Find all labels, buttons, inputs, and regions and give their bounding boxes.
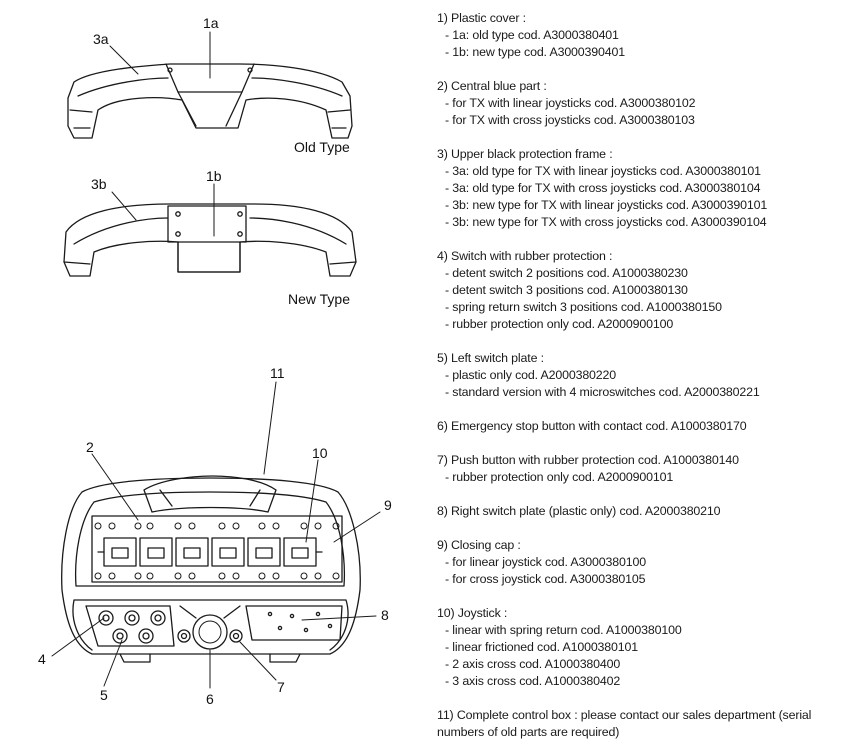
part-title: 10) Joystick :	[437, 606, 508, 620]
part-code-line: detent switch 2 positions cod. A10003802…	[437, 265, 857, 282]
part-title: 1) Plastic cover :	[437, 11, 526, 25]
part-title: 9) Closing cap :	[437, 538, 521, 552]
part-title: 11) Complete control box : please contac…	[437, 708, 812, 739]
part-entry: 6) Emergency stop button with contact co…	[437, 418, 857, 435]
part-entry: 7) Push button with rubber protection co…	[437, 452, 857, 486]
part-code-line: 1a: old type cod. A3000380401	[437, 27, 857, 44]
part-entry: 5) Left switch plate : plastic only cod. …	[437, 350, 857, 401]
part-title: 2) Central blue part :	[437, 79, 547, 93]
callout-5: 5	[100, 687, 108, 703]
callout-6: 6	[206, 691, 214, 707]
part-title: 6) Emergency stop button with contact co…	[437, 419, 747, 433]
part-code-line: for TX with cross joysticks cod. A300038…	[437, 112, 857, 129]
callout-3a: 3a	[93, 31, 109, 47]
part-code-line: rubber protection only cod. A2000900100	[437, 316, 857, 333]
part-code-line: for linear joystick cod. A3000380100	[437, 554, 857, 571]
callout-4: 4	[38, 651, 46, 667]
part-code-line: plastic only cod. A2000380220	[437, 367, 857, 384]
callout-7: 7	[277, 679, 285, 695]
callout-8: 8	[381, 607, 389, 623]
callout-3b: 3b	[91, 176, 107, 192]
part-code-line: 3b: new type for TX with cross joysticks…	[437, 214, 857, 231]
parts-list: 1) Plastic cover : 1a: old type cod. A300…	[437, 10, 857, 741]
callout-9: 9	[384, 497, 392, 513]
switch-group	[98, 610, 166, 644]
part-code-line: 3b: new type for TX with linear joystick…	[437, 197, 857, 214]
part-title: 3) Upper black protection frame :	[437, 147, 613, 161]
exploded-parts-diagram: 1a 3a Old Type 1b 3b New Type 11 2 10 9 …	[38, 15, 392, 707]
new-type-cover	[63, 203, 357, 277]
part-code-line: rubber protection only cod. A2000900101	[437, 469, 857, 486]
part-code-line: standard version with 4 microswitches co…	[437, 384, 857, 401]
callout-1a: 1a	[203, 15, 219, 31]
old-type-cover	[67, 63, 353, 139]
part-code-line: 3a: old type for TX with linear joystick…	[437, 163, 857, 180]
part-code-line: for cross joystick cod. A3000380105	[437, 571, 857, 588]
part-entry: 2) Central blue part : for TX with linear…	[437, 78, 857, 129]
part-title: 5) Left switch plate :	[437, 351, 544, 365]
part-entry: 4) Switch with rubber protection : detent…	[437, 248, 857, 333]
emergency-stop-button	[192, 614, 228, 650]
part-title: 4) Switch with rubber protection :	[437, 249, 613, 263]
part-entry: 10) Joystick : linear with spring return …	[437, 605, 857, 690]
part-code-line: 3a: old type for TX with cross joysticks…	[437, 180, 857, 197]
part-entry: 8) Right switch plate (plastic only) cod…	[437, 503, 857, 520]
part-title: 8) Right switch plate (plastic only) cod…	[437, 504, 721, 518]
part-entry: 3) Upper black protection frame : 3a: old…	[437, 146, 857, 231]
caption-new-type: New Type	[288, 291, 350, 307]
control-box	[61, 475, 361, 663]
part-entry: 11) Complete control box : please contac…	[437, 707, 857, 741]
part-code-line: detent switch 3 positions cod. A10003801…	[437, 282, 857, 299]
callout-10: 10	[312, 445, 328, 461]
part-code-line: 2 axis cross cod. A1000380400	[437, 656, 857, 673]
part-code-line: 3 axis cross cod. A1000380402	[437, 673, 857, 690]
part-entry: 9) Closing cap : for linear joystick cod.…	[437, 537, 857, 588]
part-title: 7) Push button with rubber protection co…	[437, 453, 739, 467]
part-code-line: spring return switch 3 positions cod. A1…	[437, 299, 857, 316]
part-code-line: 1b: new type cod. A3000390401	[437, 44, 857, 61]
joystick-row	[97, 537, 323, 567]
callout-11: 11	[270, 365, 285, 381]
callout-2: 2	[86, 439, 94, 455]
callout-1b: 1b	[206, 168, 222, 184]
part-code-line: linear with spring return cod. A10003801…	[437, 622, 857, 639]
part-code-line: for TX with linear joysticks cod. A30003…	[437, 95, 857, 112]
caption-old-type: Old Type	[294, 139, 350, 155]
part-entry: 1) Plastic cover : 1a: old type cod. A300…	[437, 10, 857, 61]
part-code-line: linear frictioned cod. A1000380101	[437, 639, 857, 656]
